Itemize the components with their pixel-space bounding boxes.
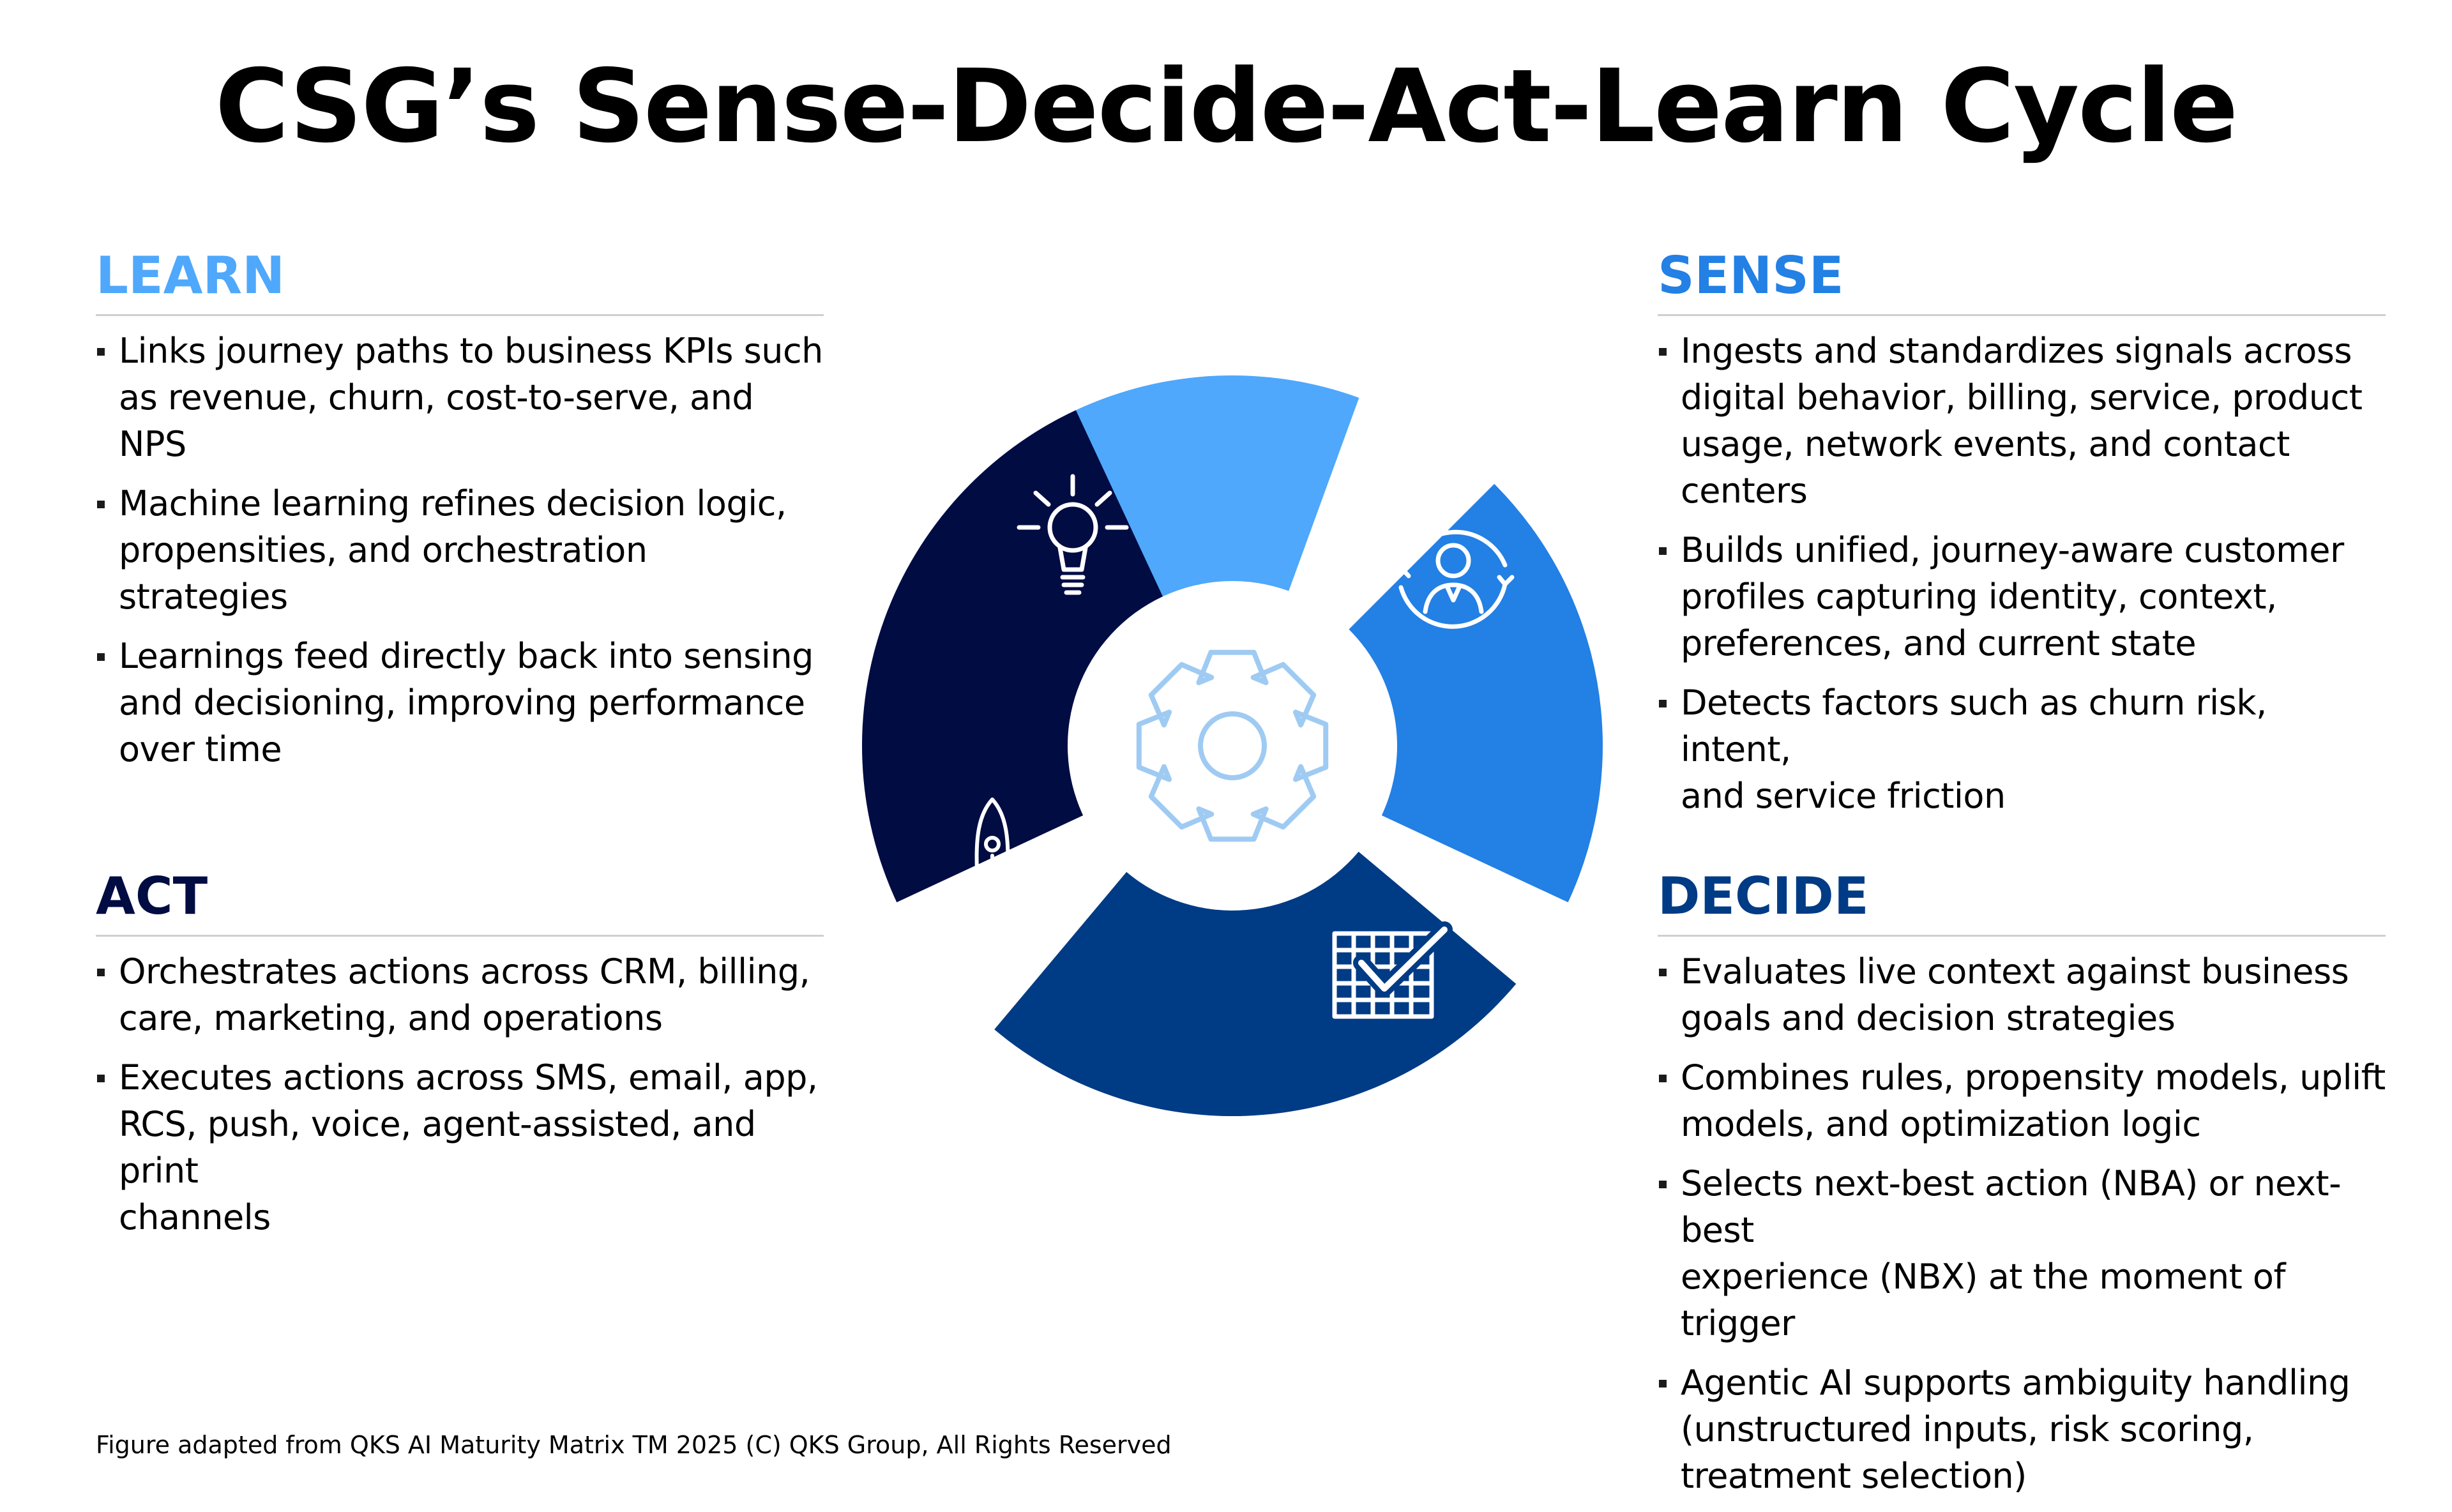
act-panel: ACT Orchestrates actions across CRM, bil…	[96, 871, 824, 1253]
learn-bullet-line: Links journey paths to business KPIs suc…	[119, 331, 823, 371]
sense-segment	[1349, 483, 1603, 903]
decide-bullet: Selects next-best action (NBA) or next-b…	[1658, 1160, 2386, 1347]
decide-bullet: Combines rules, propensity models, uplif…	[1658, 1054, 2386, 1147]
lightbulb-icon	[1017, 474, 1129, 595]
rocket-icon	[961, 798, 1024, 953]
decide-bullet-line: Combines rules, propensity models, uplif…	[1681, 1057, 2386, 1098]
learn-bullet-list: Links journey paths to business KPIs suc…	[96, 328, 824, 773]
learn-bullet: Learnings feed directly back into sensin…	[96, 633, 824, 773]
decide-bullet-line: (unstructured inputs, risk scoring,	[1681, 1409, 2254, 1449]
sense-bullet-line: usage, network events, and contact cente…	[1681, 424, 2290, 511]
sense-bullet-line: Ingests and standardizes signals across	[1681, 331, 2352, 371]
decide-bullet-line: Evaluates live context against business	[1681, 951, 2349, 992]
sense-bullet: Builds unified, journey-aware customer pr…	[1658, 527, 2386, 667]
sense-bullet-line: Builds unified, journey-aware customer	[1681, 530, 2344, 570]
learn-bullet-line: propensities, and orchestration strategi…	[119, 530, 647, 617]
decide-bullet-line: Selects next-best action (NBA) or next-b…	[1681, 1163, 2342, 1250]
decide-bullet-line: experience (NBX) at the moment of trigge…	[1681, 1257, 2285, 1343]
act-bullet-line: RCS, push, voice, agent-assisted, and pr…	[119, 1104, 756, 1191]
decide-segment	[994, 851, 1517, 1116]
footnote: Figure adapted from QKS AI Maturity Matr…	[96, 1431, 1172, 1459]
sense-panel: SENSE Ingests and standardizes signals a…	[1658, 250, 2386, 832]
gear-icon	[1136, 649, 1329, 842]
person-cycle-icon	[1393, 529, 1515, 629]
sense-bullet-list: Ingests and standardizes signals across d…	[1658, 328, 2386, 819]
decide-bullet-line: goals and decision strategies	[1681, 998, 2176, 1038]
act-heading: ACT	[96, 871, 824, 937]
act-bullet-line: Orchestrates actions across CRM, billing…	[119, 951, 810, 992]
learn-bullet-line: and decisioning, improving performance	[119, 683, 805, 723]
sense-bullet: Ingests and standardizes signals across d…	[1658, 328, 2386, 514]
page-title: CSG’s Sense-Decide-Act-Learn Cycle	[215, 48, 2238, 165]
learn-bullet-line: as revenue, churn, cost-to-serve, and NP…	[119, 377, 754, 464]
sense-bullet-line: Detects factors such as churn risk, inte…	[1681, 683, 2267, 769]
decide-bullet: Evaluates live context against business g…	[1658, 948, 2386, 1041]
sense-bullet-line: and service friction	[1681, 776, 2006, 816]
act-bullet-line: channels	[119, 1197, 271, 1237]
learn-panel: LEARN Links journey paths to business KP…	[96, 250, 824, 785]
act-bullet-line: care, marketing, and operations	[119, 998, 663, 1038]
decide-bullet-line: models, and optimization logic	[1681, 1104, 2201, 1144]
learn-bullet-line: over time	[119, 729, 282, 769]
decide-heading: DECIDE	[1658, 871, 2386, 937]
learn-bullet: Links journey paths to business KPIs suc…	[96, 328, 824, 467]
learn-heading: LEARN	[96, 250, 824, 316]
sense-bullet-line: digital behavior, billing, service, prod…	[1681, 377, 2363, 418]
act-bullet: Executes actions across SMS, email, app,…	[96, 1054, 824, 1241]
sense-bullet-line: profiles capturing identity, context,	[1681, 577, 2277, 617]
learn-bullet-line: Machine learning refines decision logic,	[119, 483, 787, 524]
act-bullet: Orchestrates actions across CRM, billing…	[96, 948, 824, 1041]
checklist-grid-icon	[1332, 921, 1453, 1019]
act-bullet-list: Orchestrates actions across CRM, billing…	[96, 948, 824, 1241]
sense-bullet-line: preferences, and current state	[1681, 623, 2197, 663]
learn-bullet: Machine learning refines decision logic,…	[96, 480, 824, 620]
learn-bullet-line: Learnings feed directly back into sensin…	[119, 636, 814, 676]
act-segment	[861, 410, 1163, 903]
sense-bullet: Detects factors such as churn risk, inte…	[1658, 679, 2386, 819]
sense-heading: SENSE	[1658, 250, 2386, 316]
act-bullet-line: Executes actions across SMS, email, app,	[119, 1057, 818, 1098]
decide-bullet-line: Agentic AI supports ambiguity handling	[1681, 1363, 2350, 1403]
